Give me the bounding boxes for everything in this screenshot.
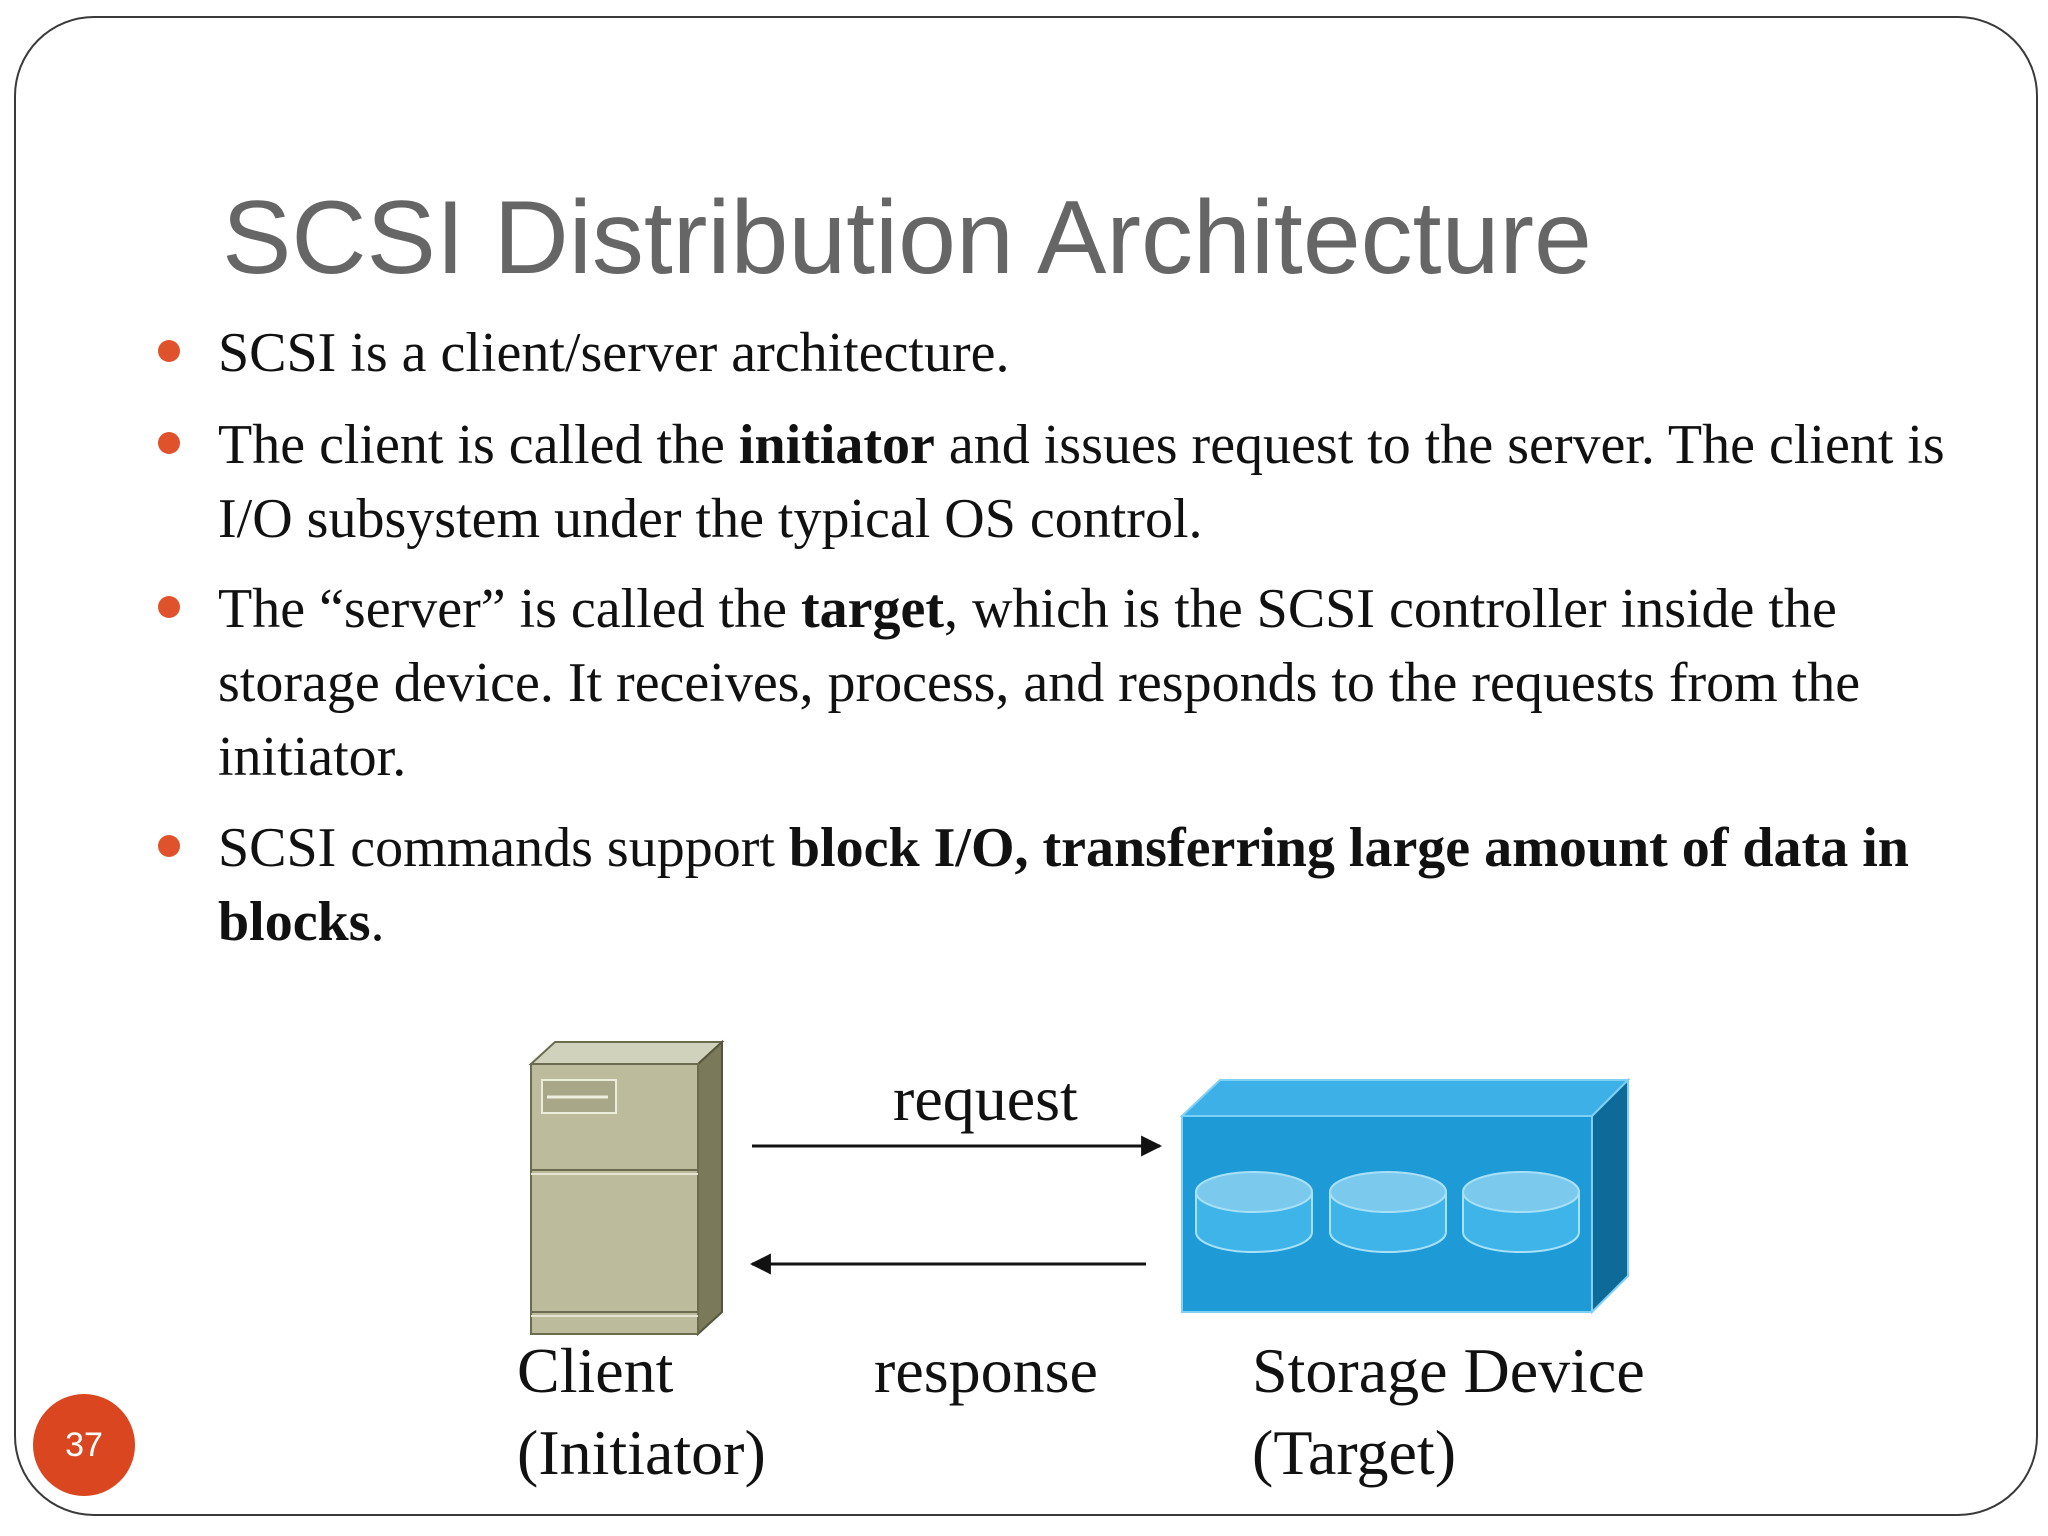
page-number-badge: 37 xyxy=(33,1394,135,1496)
bullet-text: SCSI is a client/server architecture. xyxy=(218,322,1010,384)
storage-role-label: (Target) xyxy=(1252,1417,1456,1488)
bullet-dot-icon xyxy=(158,835,180,857)
server-tower-icon xyxy=(528,1039,725,1337)
client-role-label: (Initiator) xyxy=(517,1417,766,1488)
bullet-text: , which is the SCSI controller inside th… xyxy=(218,578,1861,788)
bullet-item: SCSI commands support block I/O, transfe… xyxy=(158,811,1978,959)
bullet-dot-icon xyxy=(158,432,180,454)
slide-frame xyxy=(14,16,2038,1516)
response-label: response xyxy=(874,1335,1098,1406)
bullet-text: and issues request to the server. The cl… xyxy=(218,414,1945,550)
request-label: request xyxy=(893,1063,1078,1134)
bullet-dot-icon xyxy=(158,340,180,362)
bullet-text: SCSI commands support xyxy=(218,817,789,879)
slide-title: SCSI Distribution Architecture xyxy=(222,180,1592,296)
client-label: Client xyxy=(517,1335,674,1406)
bullet-emphasis: block I/O, transferring large amount of … xyxy=(218,817,1909,953)
disk-icon xyxy=(1329,1171,1447,1253)
storage-array-icon xyxy=(1179,1077,1631,1315)
bullet-emphasis: target xyxy=(801,578,945,640)
disk-icon xyxy=(1462,1171,1580,1253)
bullet-text: The “server” is called the xyxy=(218,578,802,640)
bullet-item: The “server” is called the target, which… xyxy=(158,572,1978,794)
bullet-text: . xyxy=(370,891,385,953)
disk-icon xyxy=(1195,1171,1313,1253)
bullet-dot-icon xyxy=(158,596,180,618)
bullet-emphasis: initiator xyxy=(738,414,935,476)
storage-label: Storage Device xyxy=(1252,1335,1645,1406)
bullet-item: The client is called the initiator and i… xyxy=(158,408,1978,556)
bullet-text: The client is called the xyxy=(218,414,739,476)
bullet-item: SCSI is a client/server architecture. xyxy=(158,316,1978,390)
